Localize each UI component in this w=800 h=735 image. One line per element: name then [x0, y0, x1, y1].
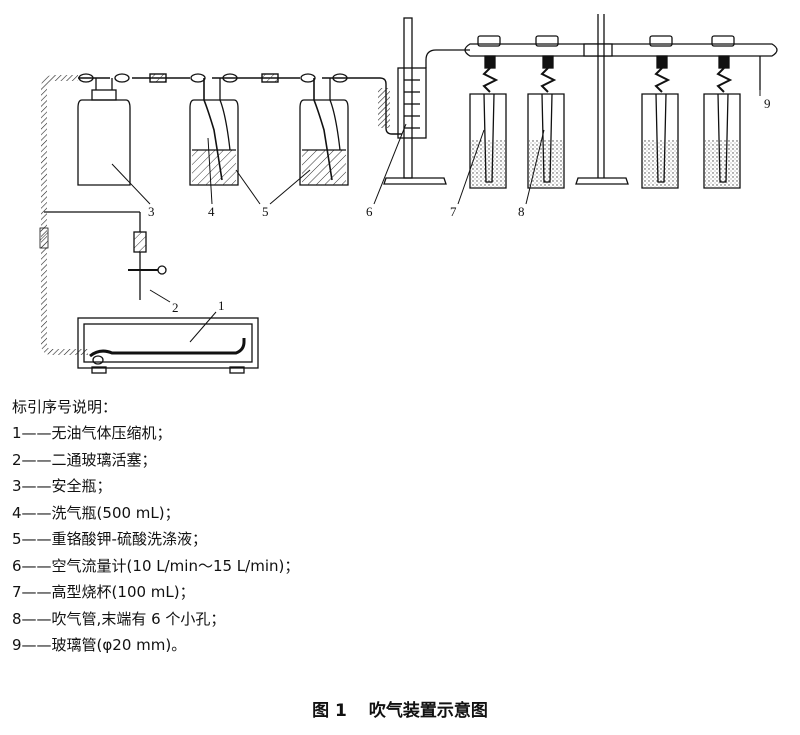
- oil-free-compressor: [77, 317, 259, 374]
- wash-bottle: [189, 73, 239, 186]
- legend-item-8: 8——吹气管,末端有 6 个小孔；: [12, 609, 226, 628]
- callout-labels: 1 2 3 4 5 5 6 7 8 9: [148, 96, 771, 315]
- callout-3: 3: [148, 204, 155, 219]
- legend-item-2: 2——二通玻璃活塞；: [12, 450, 157, 469]
- legend-item-1: 1——无油气体压缩机；: [12, 424, 172, 442]
- legend-item-9: 9——玻璃管(φ20 mm)。: [12, 636, 187, 654]
- callout-1: 1: [218, 298, 225, 313]
- wash-bottle-dichromate: [299, 73, 349, 186]
- callout-5a: 5: [262, 204, 269, 219]
- legend-item-6: 6——空气流量计(10 L/min～15 L/min)；: [12, 556, 300, 575]
- legend-item-3: 3——安全瓶；: [12, 477, 112, 495]
- apparatus-diagram: 1 2 3 4 5 5 6 7 8 9: [39, 14, 778, 374]
- legend-item-4: 4——洗气瓶(500 mL)；: [12, 503, 180, 522]
- beaker-set: [469, 35, 741, 189]
- callout-8: 8: [518, 204, 525, 219]
- legend-item-5: 5——重铬酸钾-硫酸洗涤液；: [12, 530, 207, 548]
- two-way-stopcock: [128, 231, 167, 300]
- legend-title: 标引序号说明：: [12, 398, 118, 416]
- figure-label: 图 1: [312, 701, 347, 721]
- callout-9: 9: [764, 96, 771, 111]
- figure-caption: 图 1 吹气装置示意图: [0, 696, 800, 721]
- figure-title: 吹气装置示意图: [368, 701, 488, 721]
- legend: 标引序号说明： 1——无油气体压缩机； 2——二通玻璃活塞； 3——安全瓶； 4…: [12, 394, 299, 659]
- legend-item-7: 7——高型烧杯(100 mL)；: [12, 583, 195, 601]
- safety-bottle: [77, 73, 131, 186]
- connecting-tubes: [78, 73, 402, 135]
- beaker-8: [527, 35, 565, 189]
- callout-6: 6: [366, 204, 373, 219]
- air-hose: [39, 75, 141, 355]
- leader-lines: [111, 80, 761, 343]
- beaker-7: [469, 35, 507, 189]
- callout-4: 4: [208, 204, 215, 219]
- callout-2: 2: [172, 300, 179, 315]
- beaker-c: [641, 35, 679, 189]
- beaker-d: [703, 35, 741, 189]
- callout-7: 7: [450, 204, 457, 219]
- air-flowmeter: [383, 17, 470, 185]
